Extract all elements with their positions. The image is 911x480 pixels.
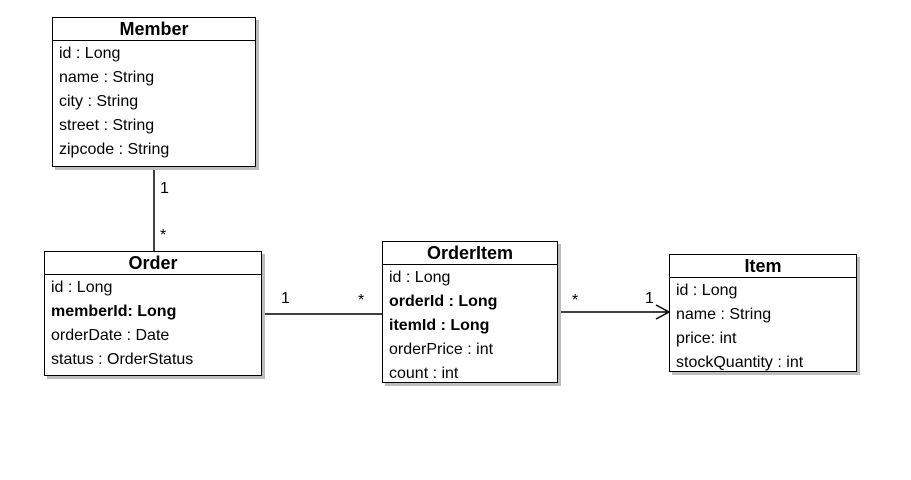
- member-class-title: Member: [53, 18, 255, 41]
- multiplicity-orderitem-from-order: *: [358, 292, 365, 309]
- orderitem-attr-itemid: itemId : Long: [389, 317, 490, 334]
- order-class-title: Order: [45, 252, 261, 275]
- orderitem-attr-orderprice: orderPrice : int: [389, 341, 494, 358]
- multiplicity-member-end: 1: [160, 180, 169, 197]
- orderitem-attr-count: count : int: [389, 365, 459, 382]
- item-class[interactable]: Item id : Long name : String price: int …: [669, 254, 857, 372]
- order-attr-id: id : Long: [51, 279, 113, 296]
- multiplicity-order-to-orderitem: 1: [281, 290, 290, 307]
- order-class[interactable]: Order id : Long memberId: Long orderDate…: [44, 251, 262, 376]
- member-attr-zipcode: zipcode : String: [59, 141, 170, 158]
- multiplicity-orderitem-to-item: *: [572, 292, 579, 309]
- item-attr-price: price: int: [676, 330, 737, 347]
- item-attributes: id : Long name : String price: int stock…: [670, 278, 856, 375]
- orderitem-attributes: id : Long orderId : Long itemId : Long o…: [383, 265, 557, 386]
- item-class-title: Item: [670, 255, 856, 278]
- item-attr-stockquantity: stockQuantity : int: [676, 354, 804, 371]
- member-attr-name: name : String: [59, 69, 155, 86]
- order-attr-status: status : OrderStatus: [51, 351, 194, 368]
- multiplicity-item-end: 1: [645, 290, 654, 307]
- item-attr-name: name : String: [676, 306, 772, 323]
- member-attr-street: street : String: [59, 117, 155, 134]
- orderitem-class[interactable]: OrderItem id : Long orderId : Long itemI…: [382, 241, 558, 383]
- member-class[interactable]: Member id : Long name : String city : St…: [52, 17, 256, 167]
- item-attr-id: id : Long: [676, 282, 738, 299]
- member-attr-id: id : Long: [59, 45, 121, 62]
- member-attr-city: city : String: [59, 93, 139, 110]
- orderitem-attr-id: id : Long: [389, 269, 451, 286]
- member-attributes: id : Long name : String city : String st…: [53, 41, 255, 162]
- order-attr-orderdate: orderDate : Date: [51, 327, 170, 344]
- order-attributes: id : Long memberId: Long orderDate : Dat…: [45, 275, 261, 372]
- order-attr-memberid: memberId: Long: [51, 303, 177, 320]
- multiplicity-order-end: *: [160, 227, 167, 244]
- orderitem-attr-orderid: orderId : Long: [389, 293, 498, 310]
- orderitem-class-title: OrderItem: [383, 242, 557, 265]
